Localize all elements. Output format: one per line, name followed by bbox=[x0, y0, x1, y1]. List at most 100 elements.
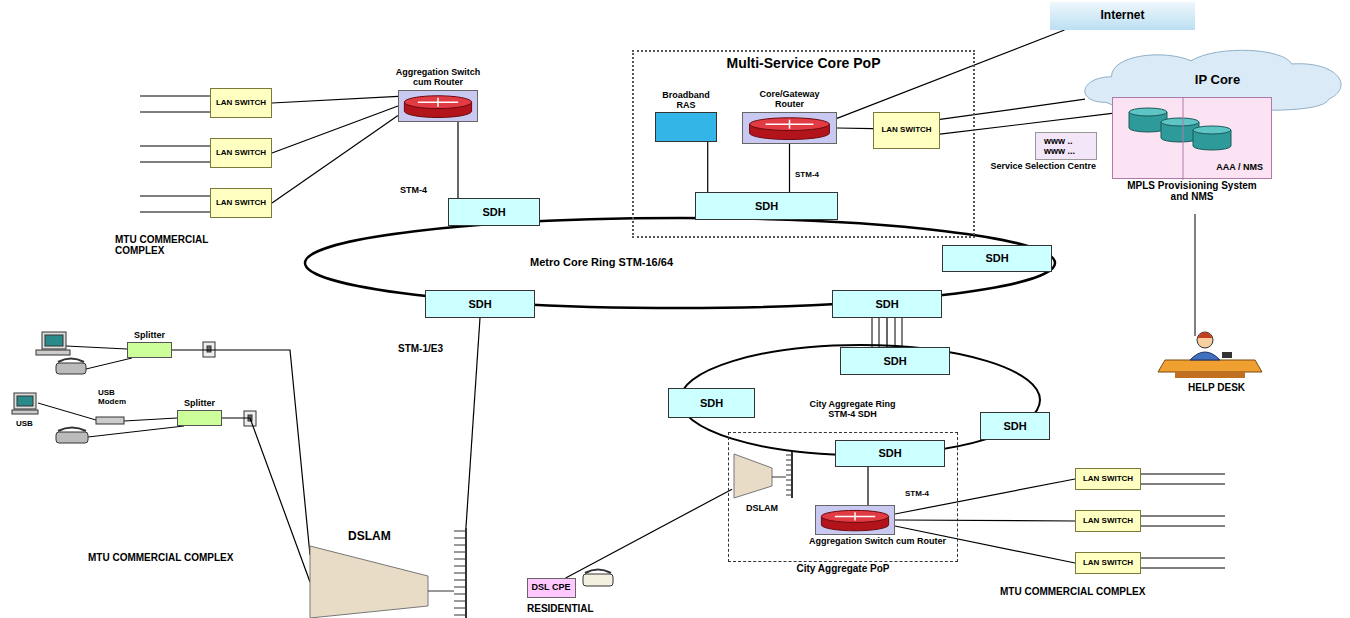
router-top bbox=[404, 96, 471, 109]
desk bbox=[1158, 360, 1262, 372]
router: Core/Gateway Router bbox=[742, 112, 837, 144]
link-line bbox=[457, 122, 458, 198]
node-text: LAN SWITCH bbox=[216, 149, 266, 158]
node-text: SDH bbox=[985, 252, 1008, 264]
helpdesk-line bbox=[1195, 214, 1196, 336]
metro-ring bbox=[305, 218, 1055, 308]
router-arrows bbox=[766, 120, 814, 129]
monitor bbox=[42, 332, 66, 349]
lan-stubs bbox=[1141, 474, 1225, 568]
dslamb-shape bbox=[310, 528, 475, 618]
node-text: DSL CPE bbox=[532, 583, 571, 593]
lan-switch: LAN SWITCH bbox=[210, 88, 272, 118]
annotation-label: MTU COMMERCIAL COMPLEX bbox=[88, 552, 233, 563]
sdh-node: SDH bbox=[695, 192, 838, 220]
pc-base bbox=[36, 350, 70, 355]
pc-base bbox=[12, 410, 38, 414]
node-text: City Aggregate PoP bbox=[797, 563, 890, 574]
annotation-label: USB bbox=[16, 420, 33, 429]
database-top bbox=[1193, 126, 1231, 134]
ring bbox=[305, 218, 1055, 455]
sdh-node: SDH bbox=[425, 290, 535, 318]
sdh-node: SDH bbox=[832, 290, 942, 318]
node-text: Broadband RAS bbox=[658, 91, 714, 111]
dslam-body bbox=[734, 454, 772, 498]
node-text: Splitter bbox=[125, 331, 175, 341]
dslam-ports bbox=[454, 531, 466, 615]
node-text: SDH bbox=[482, 206, 505, 218]
telephone bbox=[583, 574, 613, 586]
node-text: AAA / NMS bbox=[1216, 163, 1263, 173]
link-line bbox=[895, 520, 1075, 521]
router-panel bbox=[743, 113, 837, 144]
annotation-label: USB Modem bbox=[98, 389, 138, 407]
router: Aggregation Switch cum Router bbox=[815, 505, 895, 535]
node-text: Aggregation Switch cum Router bbox=[392, 68, 484, 88]
node-text: Multi-Service Core PoP bbox=[634, 56, 973, 71]
lan-switch: LAN SWITCH bbox=[1075, 552, 1141, 574]
link-line bbox=[895, 479, 1075, 514]
router-panel bbox=[399, 91, 478, 122]
annotation-label: STM-1/E3 bbox=[398, 343, 443, 354]
lan-stubs bbox=[140, 96, 210, 212]
lan-switch: LAN SWITCH bbox=[873, 112, 940, 149]
link-line bbox=[867, 467, 868, 505]
annotation-label: MTU COMMERCIAL COMPLEX bbox=[115, 234, 245, 256]
screen bbox=[45, 335, 63, 346]
node-text: DSLAM bbox=[732, 504, 792, 514]
service-selection-box: www .. www ...Service Selection Centre bbox=[1035, 132, 1097, 160]
cpe-box: DSL CPE bbox=[527, 578, 576, 598]
node-text: LAN SWITCH bbox=[216, 199, 266, 208]
usb-modem bbox=[96, 417, 124, 424]
lan-switch: LAN SWITCH bbox=[210, 138, 272, 168]
link-line bbox=[222, 418, 310, 582]
node-text: LAN SWITCH bbox=[1083, 559, 1133, 568]
annotation-label: Metro Core Ring STM-16/64 bbox=[530, 256, 673, 268]
splitter: Splitter bbox=[177, 410, 222, 426]
database-top bbox=[1129, 108, 1167, 116]
link-line bbox=[272, 106, 398, 153]
node-text: SDH bbox=[883, 355, 906, 367]
dslam: DSLAM bbox=[310, 528, 475, 618]
annotation-label: City Aggregate Ring STM-4 SDH bbox=[800, 400, 905, 420]
dslam: DSLAM bbox=[732, 452, 810, 514]
router-panel bbox=[816, 506, 895, 535]
annotation-label: MTU COMMERCIAL COMPLEX bbox=[1000, 586, 1145, 597]
lan-switch: LAN SWITCH bbox=[1075, 468, 1141, 490]
node-text: DSLAM bbox=[348, 530, 391, 543]
router-top bbox=[821, 510, 888, 522]
annotation-label: STM-4 bbox=[400, 186, 427, 196]
link-line bbox=[272, 116, 398, 203]
link-line bbox=[940, 99, 1085, 119]
node-text: MPLS Provisioning System and NMS bbox=[1117, 180, 1267, 202]
node-text: SDH bbox=[700, 397, 723, 409]
link-line bbox=[272, 96, 398, 103]
body bbox=[1190, 352, 1220, 360]
splitter: Splitter bbox=[127, 342, 172, 358]
handset bbox=[58, 359, 84, 363]
node-text: Aggregation Switch cum Router bbox=[809, 537, 901, 547]
node-text: LAN SWITCH bbox=[1083, 475, 1133, 484]
dslam-ports bbox=[786, 455, 792, 495]
router-arrows bbox=[418, 98, 458, 107]
lan-switch: LAN SWITCH bbox=[210, 188, 272, 218]
router-shape bbox=[742, 112, 837, 144]
node-text: SDH bbox=[468, 298, 491, 310]
dslam-link bbox=[428, 591, 454, 592]
link-line bbox=[707, 142, 708, 192]
link-line bbox=[566, 489, 732, 578]
handset bbox=[585, 570, 611, 574]
wall-socket-hole bbox=[207, 346, 211, 352]
sdh-node: SDH bbox=[668, 388, 755, 418]
link-line bbox=[886, 318, 887, 347]
router-top bbox=[750, 118, 830, 131]
node-text: LAN SWITCH bbox=[216, 99, 266, 108]
help-desk-figure bbox=[1158, 332, 1262, 378]
database-top bbox=[1161, 118, 1199, 126]
internet-box: Internet bbox=[1050, 2, 1195, 30]
screen bbox=[17, 396, 33, 406]
trunk-lines bbox=[872, 318, 902, 347]
node-text: Core/Gateway Router bbox=[748, 90, 832, 110]
